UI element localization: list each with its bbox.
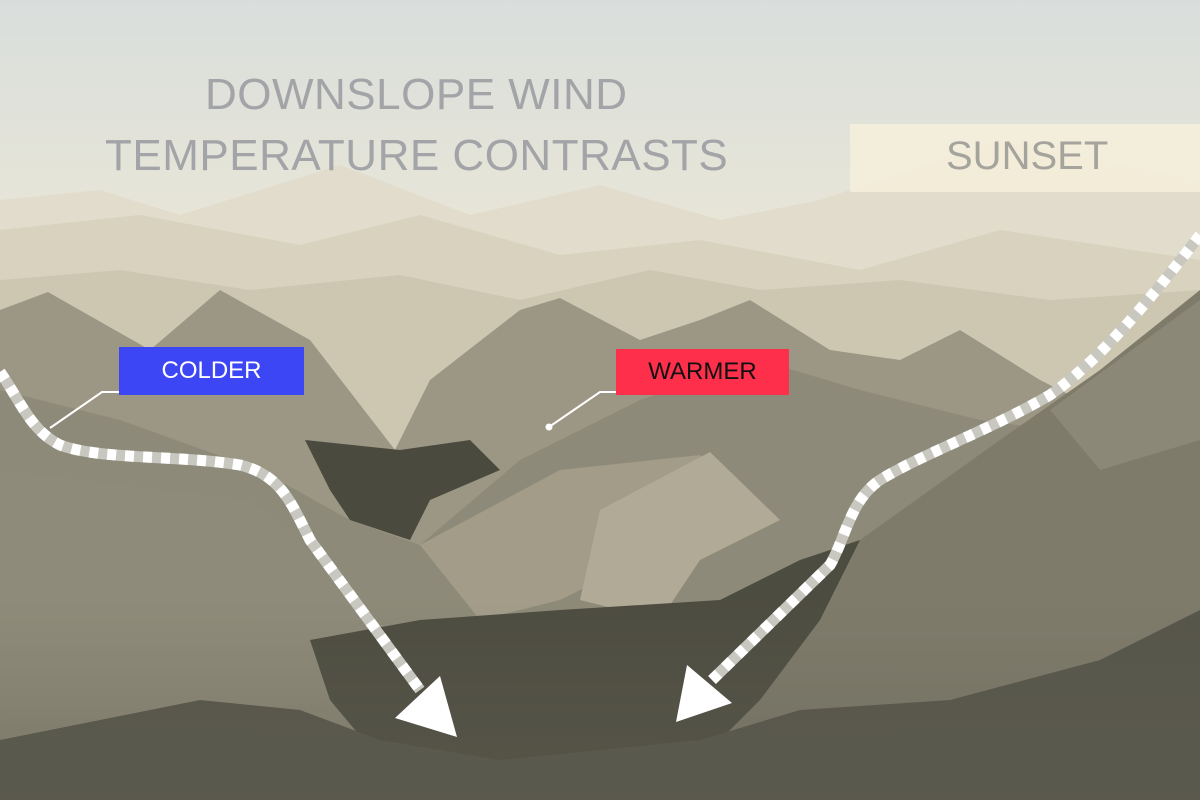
colder-label: COLDER [119,347,304,395]
time-of-day-label: SUNSET [946,134,1109,178]
colder-leader-line [49,391,119,429]
left-wind-arrow [0,368,457,737]
title-line-2: TEMPERATURE CONTRASTS [105,131,729,180]
warmer-label: WARMER [616,349,789,395]
time-of-day-badge: SUNSET [850,124,1200,192]
title-line-1: DOWNSLOPE WIND [205,70,628,119]
warmer-leader-dot [545,423,553,431]
mountain-light-face [580,452,780,620]
ground-fog [0,600,1200,800]
right-wind-arrow [676,231,1200,722]
arrowhead-icon [395,676,457,737]
valley-forest-upper [305,440,500,540]
right-mountain-light [1050,300,1200,470]
arrowhead-icon [676,665,732,722]
warmer-leader-line [548,391,616,428]
